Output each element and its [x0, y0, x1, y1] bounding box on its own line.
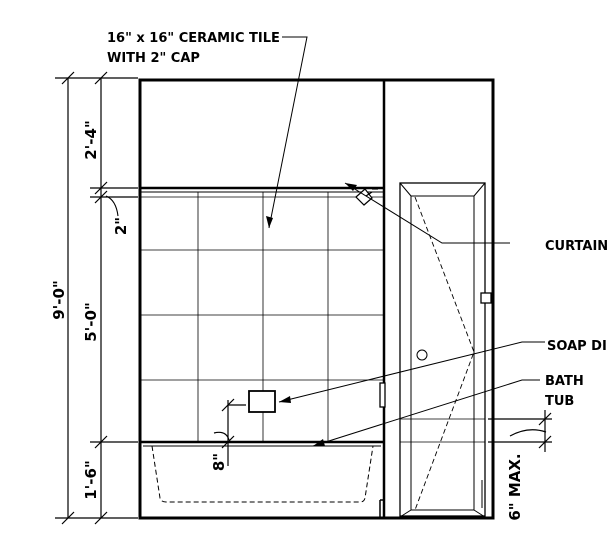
leaders — [268, 36, 545, 447]
dim-middle: 5'-0" — [82, 302, 100, 342]
dim-max: 6" MAX. — [506, 453, 524, 520]
max-dim — [488, 410, 552, 452]
bath-label-line2: TUB — [545, 394, 574, 409]
soap-label: SOAP DI — [547, 339, 607, 354]
dimension-lines — [55, 71, 138, 525]
tile-label-line1: 16" x 16" CERAMIC TILE — [107, 31, 280, 46]
dim-upper: 2'-4" — [82, 120, 100, 160]
arrowheads — [266, 183, 357, 446]
wall-frame — [138, 78, 495, 520]
dim-lower: 1'-6" — [82, 460, 100, 500]
side-section — [399, 182, 492, 518]
soap-height-dim — [213, 398, 246, 466]
tile-label-line2: WITH 2" CAP — [107, 51, 200, 66]
soap-dish — [248, 390, 276, 413]
shower-head-icon — [355, 188, 378, 206]
valve-plate — [379, 382, 386, 408]
dim-cap: 2" — [112, 217, 130, 235]
dim-soap-height: 8" — [210, 453, 228, 471]
cap-dim-curve — [105, 195, 119, 217]
dim-overall: 9'-0" — [50, 280, 68, 320]
curtain-label: CURTAIN — [545, 239, 608, 254]
bath-label-line1: BATH — [545, 374, 584, 389]
bathtub-elevation — [143, 445, 381, 503]
